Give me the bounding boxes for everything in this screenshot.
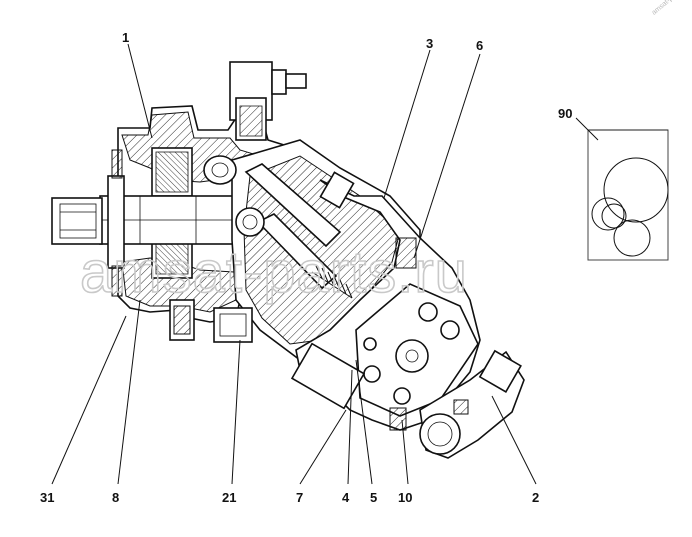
- callout-6: 6: [476, 38, 483, 53]
- seal-kit-box: [587, 129, 669, 261]
- port-plate: [290, 171, 481, 431]
- callout-21: 21: [222, 490, 236, 505]
- spring: [311, 265, 353, 299]
- callout-labels: 1 3 6 90 31 8 21 7 4 5 10 2: [40, 30, 572, 505]
- solenoid-valve: [229, 61, 307, 141]
- callout-7: 7: [296, 490, 303, 505]
- watermark-text: amsat-parts.ru: [80, 240, 468, 305]
- callout-4: 4: [342, 490, 350, 505]
- callout-1: 1: [122, 30, 129, 45]
- control-valve: [419, 349, 525, 459]
- callout-31: 31: [40, 490, 54, 505]
- callout-8: 8: [112, 490, 119, 505]
- housing-plugs: [169, 299, 253, 343]
- callout-3: 3: [426, 36, 433, 51]
- corner-watermark: amsat-parts: [651, 0, 684, 17]
- callout-90: 90: [558, 106, 572, 121]
- callout-5: 5: [370, 490, 377, 505]
- callout-10: 10: [398, 490, 412, 505]
- shaft-end: [51, 197, 103, 245]
- callout-2: 2: [532, 490, 539, 505]
- leader-lines: [51, 43, 599, 485]
